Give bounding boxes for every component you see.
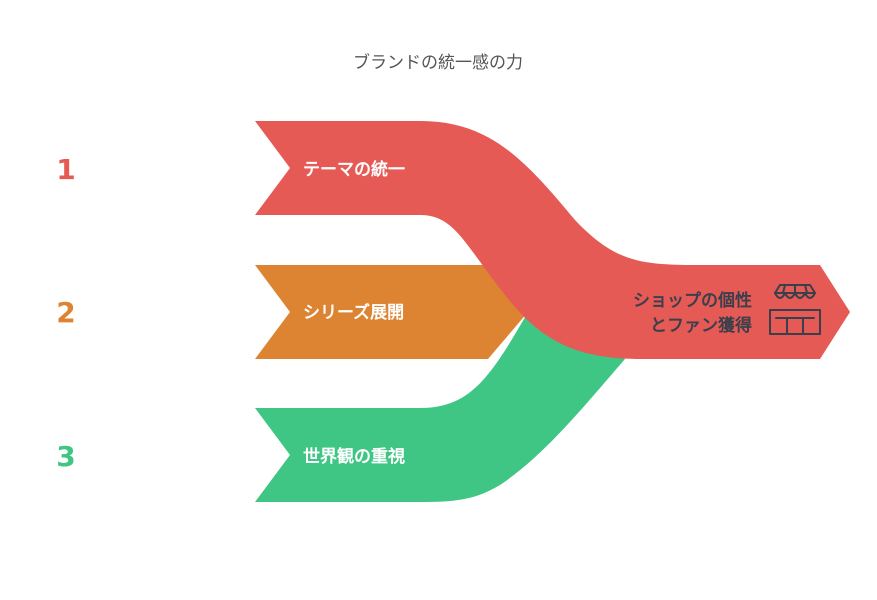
result-line-1: ショップの個性: [633, 290, 752, 311]
band-series: [255, 265, 528, 359]
step-number-1: 1: [56, 153, 75, 186]
band-worldview: [255, 312, 625, 502]
step-number-3: 3: [56, 440, 75, 473]
storefront-icon: [769, 284, 821, 335]
step-label-2: シリーズ展開: [303, 302, 404, 323]
band-theme: [255, 121, 850, 359]
step-label-3: 世界観の重視: [303, 446, 405, 467]
step-number-2: 2: [56, 296, 75, 329]
diagram-title: ブランドの統一感の力: [353, 52, 523, 73]
result-line-2: とファン獲得: [650, 315, 752, 336]
step-label-1: テーマの統一: [303, 159, 405, 180]
